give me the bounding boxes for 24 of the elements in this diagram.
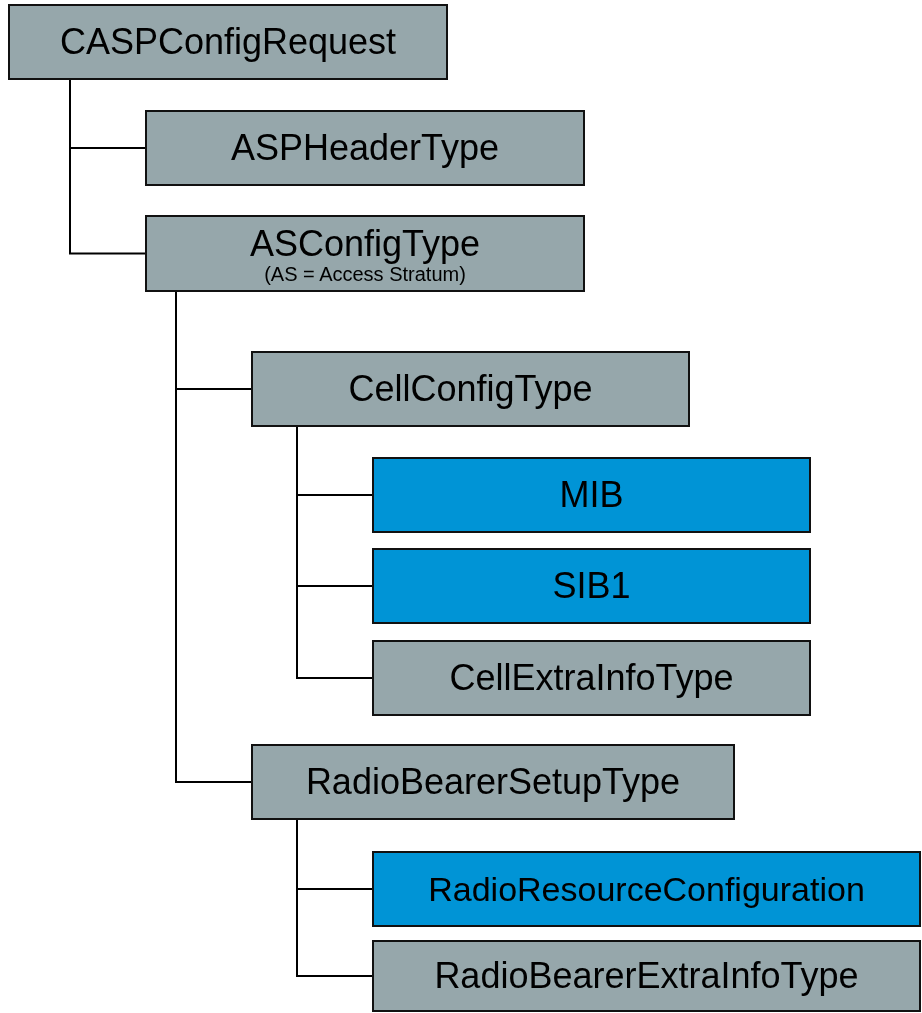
type-name: RadioBearerSetupType (305, 762, 681, 802)
type-box (251, 351, 690, 427)
type-name: MIB (559, 475, 624, 515)
type-box (8, 4, 448, 80)
type-name: CASPConfigRequest (59, 22, 397, 62)
type-box (145, 110, 585, 186)
type-box (372, 640, 811, 716)
type-name: RadioResourceConfiguration (428, 869, 865, 909)
type-note: (AS = Access Stratum) (264, 263, 466, 284)
type-name: RadioBearerExtraInfoType (434, 956, 859, 996)
type-name: ASPHeaderType (230, 128, 500, 168)
type-box (145, 215, 585, 292)
type-name: ASConfigType (249, 223, 481, 264)
connector-line (296, 819, 373, 977)
type-name: CellConfigType (348, 369, 593, 409)
type-name: SIB1 (552, 566, 631, 606)
type-box (372, 457, 811, 533)
type-box (372, 548, 811, 624)
connector-line (69, 79, 146, 255)
type-name: CellExtraInfoType (449, 658, 734, 698)
type-box (251, 744, 735, 820)
type-box (372, 940, 921, 1012)
connector-line (296, 426, 373, 679)
type-box (372, 851, 921, 927)
